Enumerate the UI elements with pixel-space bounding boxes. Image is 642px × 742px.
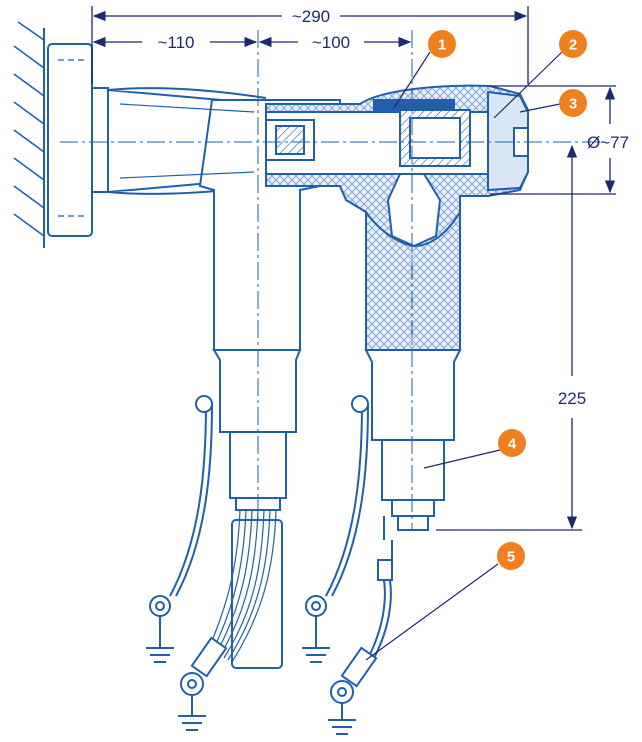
dimension-diameter: Ø~77 xyxy=(587,133,629,152)
right-body-lower xyxy=(364,349,462,531)
svg-text:4: 4 xyxy=(508,436,517,453)
svg-text:2: 2 xyxy=(569,37,577,54)
ground-symbols xyxy=(146,616,356,735)
wall-hatching xyxy=(13,21,45,248)
dimension-right-width: ~100 xyxy=(312,33,350,52)
svg-text:1: 1 xyxy=(438,37,446,54)
dimension-left-width: ~110 xyxy=(157,33,194,52)
svg-text:3: 3 xyxy=(569,96,577,113)
center-lines xyxy=(60,30,600,530)
marker-2: 2 xyxy=(559,30,587,58)
right-t-connector xyxy=(265,84,529,351)
left-cable-strands xyxy=(207,509,277,663)
marker-4: 4 xyxy=(498,429,526,457)
earth-wires xyxy=(169,395,393,663)
svg-text:5: 5 xyxy=(507,549,515,566)
dimension-lines xyxy=(91,6,616,531)
marker-leader-lines xyxy=(365,51,563,661)
bushing-flange xyxy=(47,43,109,237)
marker-1: 1 xyxy=(428,30,456,58)
dimension-height: 225 xyxy=(558,389,586,408)
marker-3: 3 xyxy=(559,89,587,117)
dimension-overall-width: ~290 xyxy=(292,7,330,26)
marker-5: 5 xyxy=(497,542,525,570)
